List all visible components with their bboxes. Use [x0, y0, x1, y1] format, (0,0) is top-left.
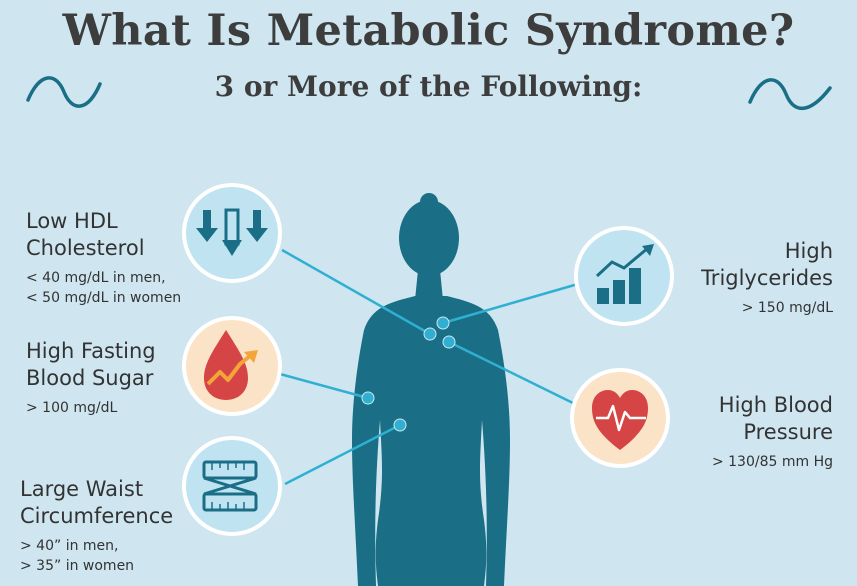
sugar-name-line1: High Fasting	[26, 339, 156, 363]
label-sugar: High Fasting Blood Sugar > 100 mg/dL	[26, 338, 156, 418]
hdl-circle	[182, 183, 282, 283]
triglycerides-detail-line1: > 150 mg/dL	[741, 300, 833, 316]
waist-name-line2: Circumference	[20, 504, 174, 528]
heart-pulse-icon	[592, 390, 648, 450]
sugar-detail-line1: > 100 mg/dL	[26, 400, 118, 416]
wave-right-icon	[748, 78, 832, 111]
label-waist: Large Waist Circumference > 40” in men, …	[20, 476, 173, 576]
hdl-detail-line1: < 40 mg/dL in men,	[26, 270, 166, 286]
label-hdl: Low HDL Cholesterol < 40 mg/dL in men, <…	[26, 208, 181, 308]
measuring-tape-icon	[202, 460, 258, 512]
bar-chart-icon	[595, 244, 654, 304]
sugar-circle	[182, 316, 282, 416]
pressure-name-line2: Pressure	[743, 420, 833, 444]
pressure-name-line1: High Blood	[718, 393, 833, 417]
blood-drop-icon	[204, 330, 258, 400]
hdl-detail-line2: < 50 mg/dL in women	[26, 290, 182, 306]
label-pressure: High Blood Pressure > 130/85 mm Hg	[712, 392, 833, 472]
wave-left-icon	[26, 76, 102, 108]
pressure-detail-line1: > 130/85 mm Hg	[711, 454, 833, 470]
label-triglycerides: High Triglycerides > 150 mg/dL	[701, 238, 833, 318]
waist-circle	[182, 436, 282, 536]
hdl-name-line2: Cholesterol	[26, 236, 145, 260]
triglycerides-circle	[574, 226, 674, 326]
waist-detail-line2: > 35” in women	[20, 558, 135, 574]
pressure-circle	[570, 368, 670, 468]
down-arrows-icon	[196, 208, 268, 256]
page-subtitle: 3 or More of the Following:	[214, 70, 643, 103]
connector-dots	[361, 316, 456, 432]
sugar-name-line2: Blood Sugar	[26, 366, 154, 390]
body-silhouette	[352, 193, 510, 586]
triglycerides-name-line1: High	[784, 239, 833, 263]
waist-name-line1: Large Waist	[20, 477, 144, 501]
waist-detail-line1: > 40” in men,	[20, 538, 119, 554]
connectors	[279, 248, 579, 486]
page-title: What Is Metabolic Syndrome?	[62, 6, 795, 56]
hdl-name-line1: Low HDL	[26, 209, 118, 233]
triglycerides-name-line2: Triglycerides	[701, 266, 833, 290]
